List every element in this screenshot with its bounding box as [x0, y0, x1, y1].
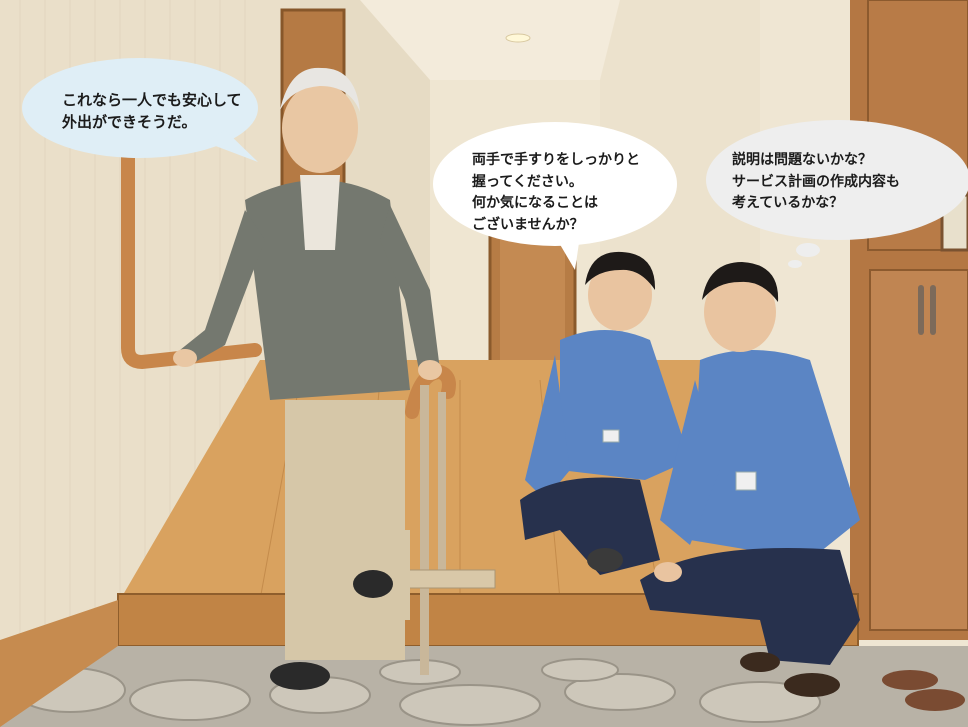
- speech-text-elder: これなら一人でも安心して 外出ができそうだ。: [62, 91, 242, 131]
- supervisor: [640, 262, 860, 697]
- staff-member: [520, 251, 690, 575]
- wall-handrail: [121, 143, 262, 370]
- elderly-man: [173, 67, 442, 690]
- thought-bubble-supervisor: [706, 120, 968, 268]
- thought-text-supervisor: 説明は問題ないかな？ サービス計画の作成内容も 考えているかな？: [732, 152, 900, 212]
- speech-text-staff: 両手で手すりをしっかりと 握ってください。 何か気になることは ございませんか？: [472, 152, 640, 234]
- ceiling: [360, 0, 620, 80]
- ceiling-light: [505, 33, 531, 43]
- speech-bubble-elder: [22, 58, 258, 162]
- speech-bubble-staff: [433, 122, 677, 270]
- slippers: [882, 670, 965, 711]
